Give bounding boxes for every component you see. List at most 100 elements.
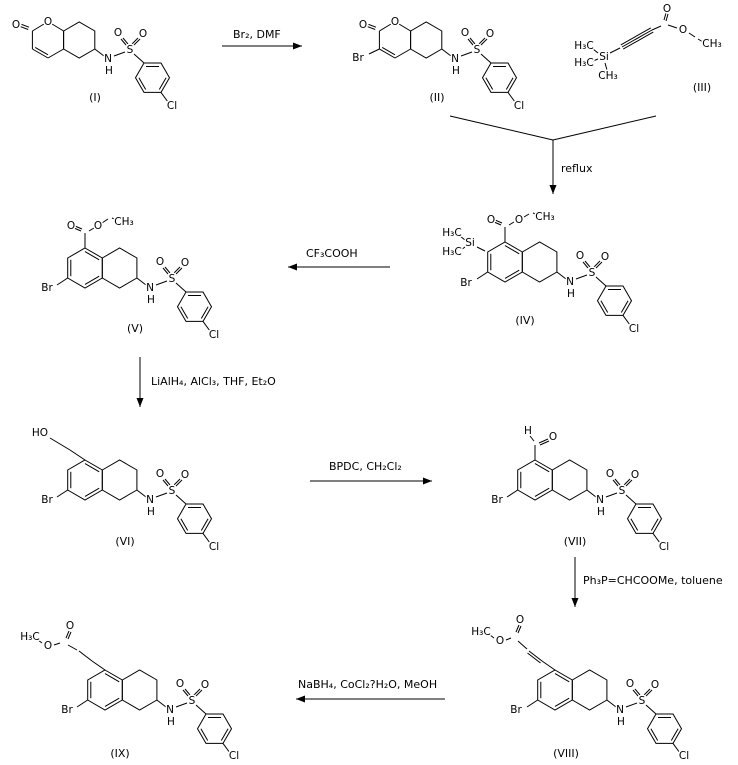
arrow-reflux: reflux: [549, 140, 593, 194]
atom-label: CH₃: [535, 211, 554, 223]
ring-bond: [521, 241, 558, 283]
arrow-head: [296, 695, 305, 703]
bond: [113, 51, 126, 57]
arrow-lialh4: LiAlH₄, AlCl₃, THF, Et₂O: [136, 357, 276, 407]
bond: [175, 282, 187, 293]
bond: [76, 699, 88, 708]
atom-label: H: [105, 65, 113, 77]
ring-bond: [481, 62, 518, 93]
bond: [643, 688, 651, 696]
bond: [632, 689, 639, 697]
atom-label: N: [104, 53, 112, 65]
bond: [53, 642, 61, 646]
line-converge-left: [449, 115, 554, 141]
bond: [595, 276, 607, 287]
atom-label: Cl: [209, 541, 219, 553]
bond: [162, 267, 169, 275]
bond: [111, 217, 118, 221]
reagent-label: Br₂, DMF: [233, 28, 281, 41]
bond: [394, 48, 411, 59]
bond: [367, 26, 376, 30]
bond: [478, 37, 486, 45]
bond: [200, 518, 209, 531]
bond: [645, 689, 653, 697]
bond: [56, 489, 68, 498]
bond: [175, 494, 187, 505]
bond: [517, 640, 528, 650]
compound-label: (V): [127, 322, 143, 335]
arrow-wittig: Ph₃P=CHCOOMe, toluene: [571, 557, 723, 607]
ring-bond: [176, 503, 213, 534]
atom-label: O: [67, 220, 75, 232]
bond: [104, 697, 120, 707]
atom-label: O: [626, 678, 634, 690]
bond: [51, 23, 64, 32]
bond: [612, 479, 619, 487]
atom-label: H: [147, 294, 155, 306]
atom-label: Cl: [514, 100, 524, 112]
line-converge-right: [552, 115, 657, 141]
bond: [504, 269, 520, 279]
bond: [47, 48, 64, 59]
atom-label: S: [169, 485, 176, 497]
compound-label: (III): [693, 81, 711, 94]
bond: [379, 48, 396, 59]
bond: [20, 26, 29, 30]
ring-bond: [571, 669, 608, 711]
bond: [493, 221, 502, 226]
bond: [94, 48, 105, 57]
atom-label: S: [189, 695, 196, 707]
bond: [155, 280, 168, 286]
atom-label: H₃C: [442, 227, 461, 239]
bond: [202, 321, 211, 332]
atom-label: CH₃: [114, 216, 133, 228]
bond: [670, 728, 679, 741]
bond: [630, 518, 639, 531]
bond: [460, 51, 473, 57]
arrow-head: [293, 42, 302, 50]
bond: [489, 634, 495, 639]
arrow-cf3cooh: CF₃COOH: [288, 247, 390, 271]
bond: [622, 315, 631, 326]
atom-label: Si: [465, 237, 475, 249]
bond: [184, 688, 191, 696]
bond: [156, 699, 167, 708]
bond: [507, 92, 516, 103]
bond: [49, 437, 71, 451]
bond: [67, 644, 78, 651]
bond: [606, 699, 617, 708]
atom-label: S: [639, 695, 646, 707]
bond: [663, 12, 667, 21]
bond: [665, 13, 669, 22]
ring-bond: [517, 459, 553, 501]
bond: [160, 92, 169, 103]
arrow-head: [136, 398, 144, 407]
bond: [625, 702, 638, 708]
atom-label: Cl: [229, 750, 239, 762]
compound-label: (IV): [515, 314, 534, 327]
ring-bond: [626, 503, 663, 534]
atom-label: O: [44, 16, 52, 28]
bond: [65, 630, 70, 639]
atom-label: Br: [460, 277, 472, 289]
atom-label: S: [589, 267, 596, 279]
atom-label: S: [474, 44, 481, 56]
atom-label: H: [167, 716, 175, 728]
bond: [480, 38, 488, 46]
bond: [480, 53, 492, 64]
bond: [131, 37, 139, 45]
bond: [136, 489, 147, 498]
atom-label: O: [201, 679, 209, 691]
atom-label: O: [679, 24, 687, 36]
bond: [605, 492, 618, 498]
atom-label: O: [549, 431, 557, 443]
bond: [592, 48, 599, 54]
bond: [398, 23, 411, 32]
atom-label: S: [127, 44, 134, 56]
atom-label: H₃C: [574, 57, 593, 69]
bond: [175, 267, 183, 275]
atom-label: Cl: [679, 750, 689, 762]
